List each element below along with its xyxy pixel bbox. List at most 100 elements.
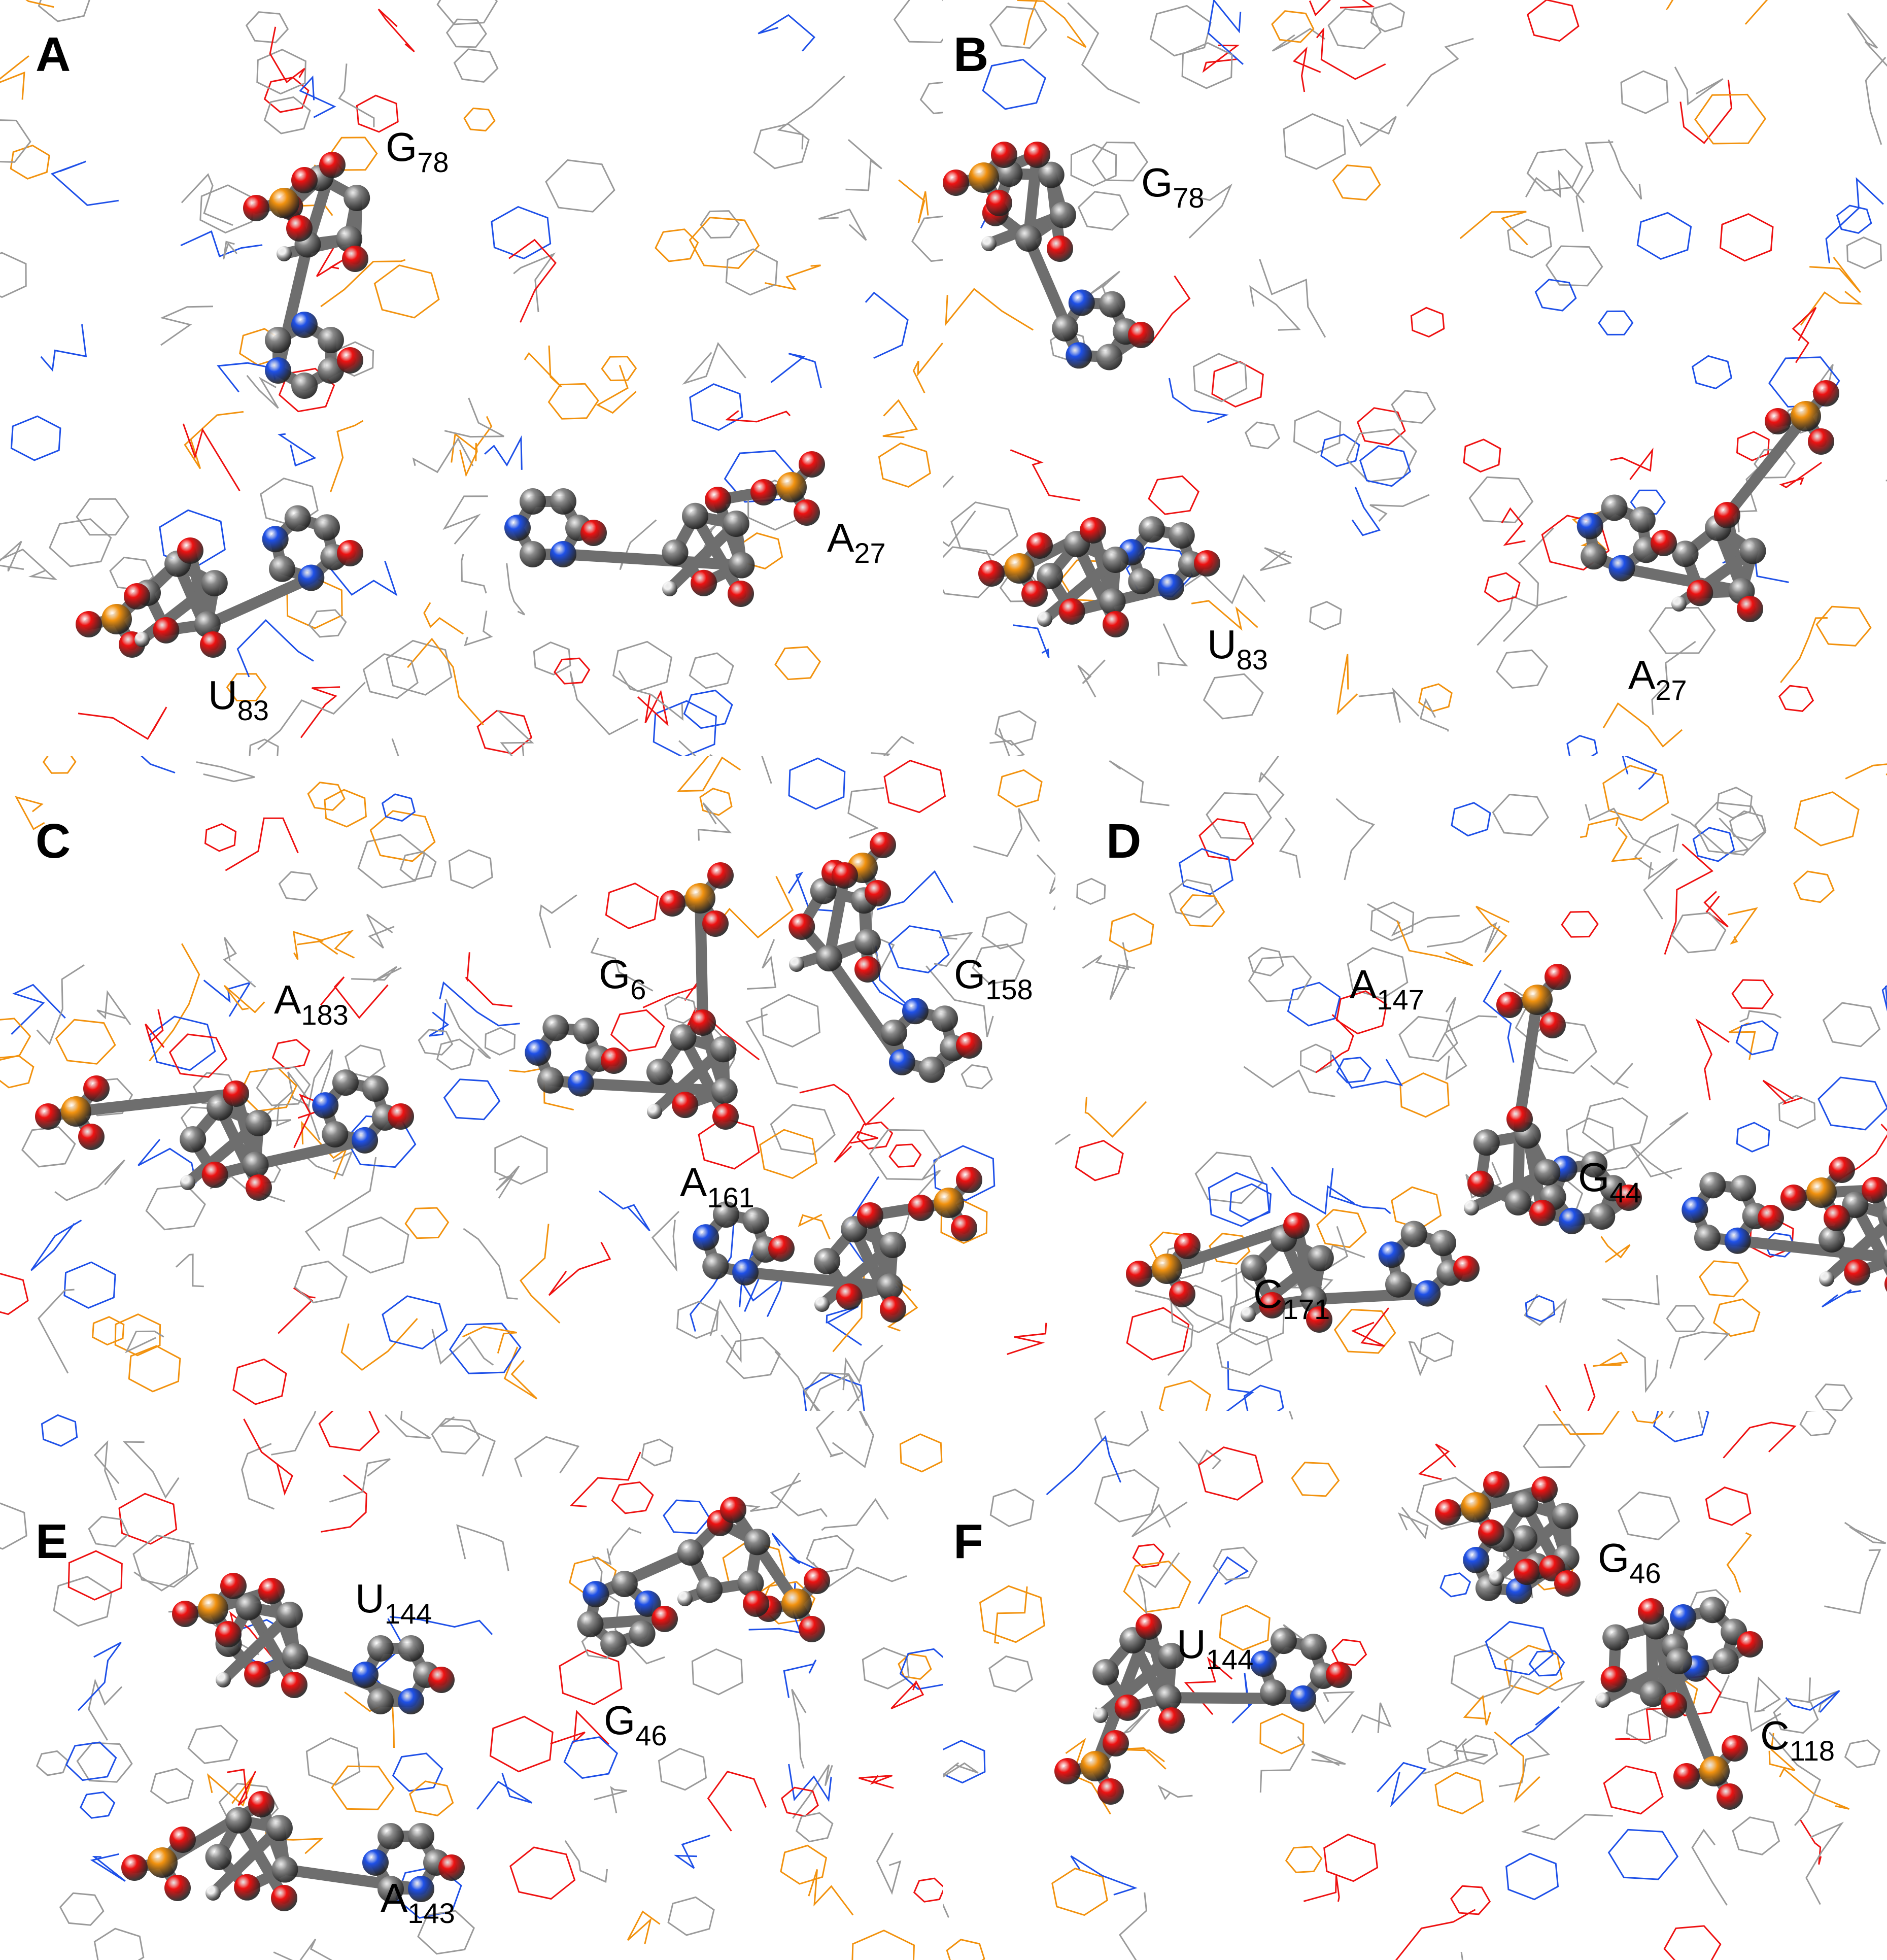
- nucleotide-ball-stick-1: [1464, 964, 1642, 1234]
- panel-c: C A183 G6 G158 A161: [0, 756, 1055, 1411]
- residue-base: A: [680, 1160, 707, 1205]
- residue-number: 46: [1629, 1557, 1661, 1589]
- nucleotide-ball-stick-4: [693, 1167, 982, 1323]
- residue-label-g46: G46: [1598, 1535, 1661, 1587]
- residue-number: 83: [237, 694, 269, 726]
- wireframe-background: [1055, 756, 1887, 1411]
- residue-base: G: [954, 952, 986, 997]
- residue-label-u83: U83: [1207, 622, 1268, 674]
- panel-b-letter: B: [953, 27, 989, 82]
- nucleotide-ball-stick-3: [504, 451, 825, 607]
- nucleotide-ball-stick-3: [1595, 1597, 1763, 1810]
- residue-base: G: [386, 124, 418, 170]
- residue-number: 158: [985, 973, 1033, 1005]
- panel-f: F G46 U144 C118: [943, 1411, 1887, 1960]
- residue-base: A: [1628, 652, 1656, 697]
- nucleotide-ball-stick-1: [172, 1573, 455, 1714]
- residue-number: 78: [1173, 182, 1205, 214]
- nucleotide-ball-stick-1: [1054, 1613, 1352, 1805]
- residue-label-a183: A183: [274, 977, 349, 1029]
- residue-base: G: [1578, 1155, 1610, 1200]
- wireframe-background: [0, 756, 1055, 1411]
- residue-label-g158: G158: [954, 952, 1033, 1004]
- nucleotide-ball-stick-1: [35, 1069, 414, 1201]
- residue-label-g6: G6: [599, 952, 646, 1004]
- panel-d: D A147 G44 C171: [1055, 756, 1887, 1411]
- nucleotide-ball-stick-3: [121, 1791, 465, 1911]
- nucleotide-ball-stick-3: [1126, 1212, 1480, 1333]
- nucleotide-ball-stick-1: [243, 152, 370, 399]
- residue-base: U: [1207, 622, 1237, 667]
- residue-base: A: [827, 515, 854, 560]
- panel-c-letter: C: [36, 814, 71, 868]
- wireframe-background: [0, 0, 943, 756]
- residue-label-u144: U144: [1177, 1621, 1253, 1674]
- panel-e-structure: [0, 1411, 943, 1960]
- residue-base: A: [381, 1875, 408, 1920]
- wireframe-background: [943, 0, 1887, 756]
- panel-b-structure: [943, 0, 1887, 756]
- residue-base: A: [1350, 962, 1377, 1007]
- residue-base: G: [1141, 160, 1173, 205]
- wireframe-background: [0, 1411, 943, 1960]
- nucleotide-ball-stick-2: [978, 516, 1220, 637]
- panel-f-structure: [943, 1411, 1886, 1960]
- residue-label-g44: G44: [1578, 1155, 1641, 1207]
- residue-number: 144: [384, 1598, 432, 1630]
- nucleotide-ball-stick-2: [76, 505, 363, 658]
- residue-label-a161: A161: [680, 1160, 754, 1212]
- residue-number: 183: [301, 999, 349, 1031]
- residue-label-a147: A147: [1350, 962, 1424, 1014]
- panel-a-structure: [0, 0, 943, 756]
- panel-e: E U144 G46 A143: [0, 1411, 943, 1960]
- panel-c-structure: [0, 756, 1055, 1411]
- panel-a-letter: A: [36, 27, 71, 82]
- residue-label-a143: A143: [381, 1875, 455, 1928]
- residue-label-c118: C118: [1760, 1713, 1835, 1765]
- nucleotide-ball-stick-3: [788, 832, 982, 1083]
- residue-base: C: [1760, 1713, 1790, 1758]
- residue-number: 44: [1609, 1176, 1641, 1208]
- residue-number: 118: [1789, 1735, 1835, 1767]
- residue-base: A: [274, 977, 301, 1022]
- residue-label-c171: C171: [1253, 1271, 1330, 1324]
- residue-number: 6: [630, 973, 646, 1005]
- residue-number: 144: [1206, 1643, 1254, 1675]
- nucleotide-ball-stick-3: [1576, 380, 1839, 622]
- panel-e-letter: E: [36, 1514, 68, 1569]
- residue-number: 27: [1655, 674, 1687, 706]
- residue-label-g46: G46: [604, 1698, 667, 1750]
- nucleotide-ball-stick-2: [1682, 1157, 1887, 1292]
- residue-number: 46: [635, 1719, 667, 1751]
- residue-number: 161: [707, 1181, 754, 1213]
- residue-label-u83: U83: [208, 672, 269, 725]
- nucleotide-ball-stick-2: [577, 1497, 830, 1658]
- residue-number: 27: [854, 537, 886, 569]
- nucleotide-ball-stick-2: [1435, 1471, 1581, 1604]
- residue-base: G: [1598, 1535, 1630, 1580]
- residue-base: G: [599, 952, 631, 997]
- residue-label-a27: A27: [1628, 652, 1687, 704]
- wireframe-background: [943, 1411, 1886, 1960]
- panel-d-letter: D: [1106, 814, 1142, 868]
- residue-label-g78: G78: [386, 124, 449, 177]
- nucleotide-ball-stick-2: [525, 862, 739, 1130]
- residue-base: G: [604, 1698, 636, 1743]
- residue-number: 171: [1282, 1293, 1330, 1325]
- residue-number: 143: [407, 1897, 455, 1929]
- residue-number: 83: [1236, 644, 1268, 675]
- residue-number: 147: [1377, 984, 1424, 1016]
- residue-label-g78: G78: [1141, 160, 1205, 212]
- residue-base: C: [1253, 1271, 1283, 1316]
- panel-a: A G78 U83 A27: [0, 0, 943, 756]
- nucleotide-ball-stick-1: [943, 142, 1154, 370]
- panel-f-letter: F: [953, 1514, 983, 1569]
- panel-d-structure: [1055, 756, 1887, 1411]
- residue-label-u144: U144: [355, 1576, 432, 1628]
- residue-number: 78: [417, 146, 449, 178]
- residue-base: U: [208, 672, 237, 718]
- residue-label-a27: A27: [827, 515, 886, 567]
- residue-base: U: [1177, 1621, 1206, 1667]
- residue-base: U: [355, 1576, 385, 1621]
- panel-b: B G78 U83 A27: [943, 0, 1887, 756]
